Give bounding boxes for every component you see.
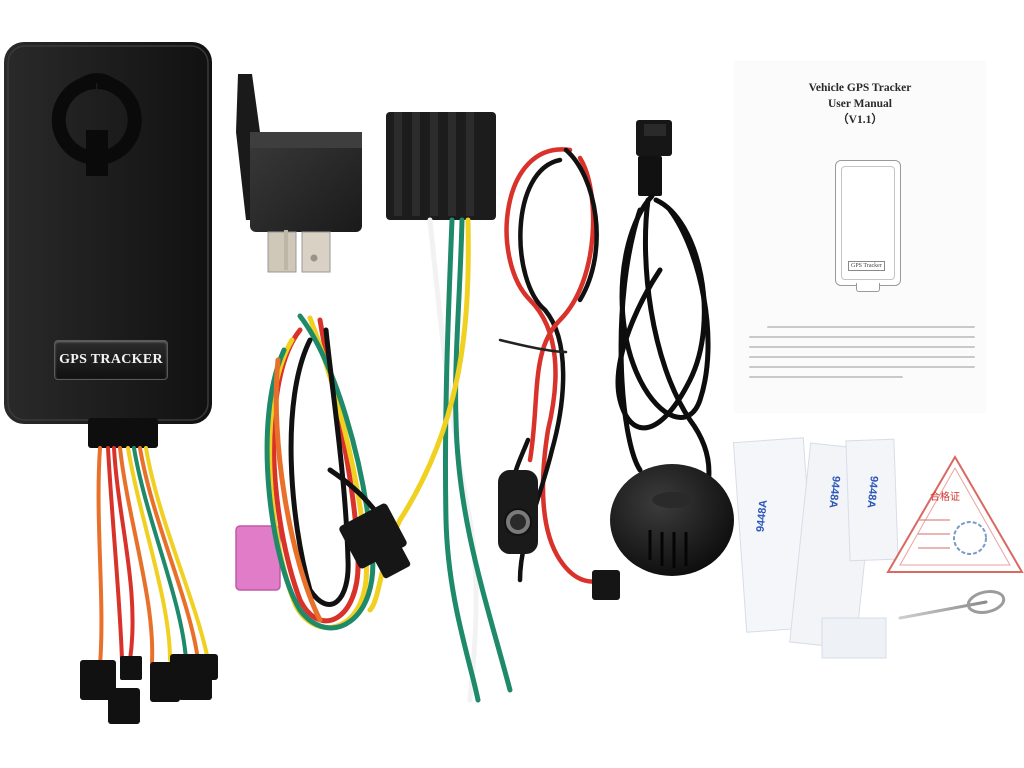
manual-device-illustration: GPS Tracker	[835, 160, 901, 292]
user-manual: Vehicle GPS Tracker User Manual （V1.1） G…	[735, 62, 985, 412]
sim-eject-pin	[898, 590, 1006, 620]
tracker-connectors	[80, 654, 218, 724]
certificate-title: 合格证	[930, 492, 960, 503]
gps-antenna	[610, 120, 734, 576]
power-wires	[498, 147, 620, 600]
gps-tracker-unit	[4, 42, 212, 448]
manual-title-line1: Vehicle GPS Tracker	[808, 82, 912, 94]
relay	[236, 74, 362, 273]
adhesive-tape	[732, 437, 899, 659]
manual-device-tag: GPS Tracker	[848, 261, 885, 271]
manual-title: Vehicle GPS Tracker User Manual （V1.1）	[735, 80, 985, 128]
qc-certificate	[886, 455, 1024, 573]
tracker-cable-wires	[96, 446, 210, 667]
manual-title-line2: User Manual	[828, 98, 892, 110]
manual-paragraph	[749, 326, 975, 386]
relay-harness	[367, 112, 513, 703]
manual-title-line3: （V1.1）	[837, 114, 883, 126]
gps-tracker-label: GPS TRACKER	[54, 340, 168, 380]
lock-slot-icon	[51, 73, 142, 176]
fuse-holder	[498, 470, 538, 554]
wiring-harness	[235, 313, 411, 631]
